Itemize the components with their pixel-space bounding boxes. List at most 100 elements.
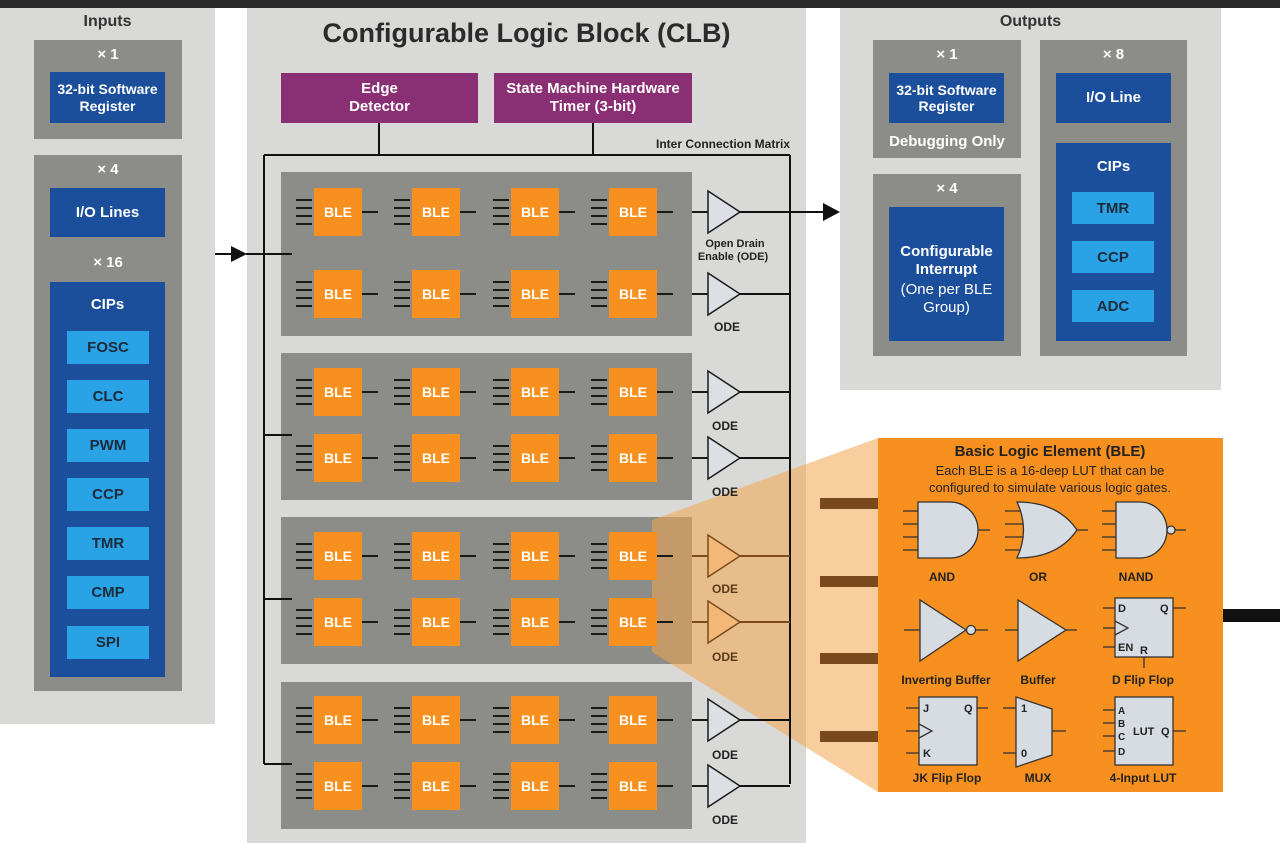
gate-label-or: OR [1029,570,1047,584]
ble-cell: BLE [493,368,575,416]
ode-label: ODE [712,485,738,499]
lut-icon [1103,696,1186,766]
ble-block [314,188,362,236]
state-machine-timer: State Machine Hardware Timer (3-bit) [494,73,692,123]
ble-cell: BLE [394,368,476,416]
ode-buffer-icon [707,599,742,645]
lut-d-label: D [1118,747,1125,758]
ble-cell: BLE [296,598,378,646]
ode-label: ODE [712,582,738,596]
ble-cell: BLE [296,696,378,744]
ble-block [609,532,657,580]
inputs-io-lines: I/O Lines [50,188,165,237]
gate-label-and: AND [929,570,955,584]
ode-buffer-icon [707,697,742,743]
ode-buffer-icon [707,271,742,317]
ble-cell: BLE [296,762,378,810]
ble-cell: BLE [591,696,673,744]
ble-label: BLE [619,450,647,466]
and-gate-icon [903,501,990,559]
ble-block [314,434,362,482]
mux-zero-label: 0 [1021,748,1027,760]
input-arrow-icon [231,246,247,262]
lut-q-label: Q [1161,726,1170,738]
ble-label: BLE [324,712,352,728]
nand-gate-icon [1102,501,1186,559]
ble-block [314,270,362,318]
output-cip-tmr: TMR [1072,192,1154,224]
configurable-interrupt-label: Configurable Interrupt [900,243,993,278]
ble-block [511,532,559,580]
top-bar [0,0,1280,8]
output-cip-ccp: CCP [1072,241,1154,273]
inverting-buffer-icon [904,598,988,663]
ble-label: BLE [619,204,647,220]
ble-label: BLE [521,712,549,728]
ble-label: BLE [422,450,450,466]
ble-cell: BLE [296,188,378,236]
outputs-software-register: 32-bit Software Register [889,73,1004,123]
output-cip-adc: ADC [1072,290,1154,322]
inputs-cips-title: CIPs [90,296,125,313]
gate-label-mux: MUX [1025,771,1052,785]
ode-full-label-line2: Enable (ODE) [698,251,769,263]
jk-flip-flop-icon [906,696,988,766]
ble-cell: BLE [296,532,378,580]
outputs-io-count: × 8 [1102,46,1125,63]
mux-icon [1003,696,1066,768]
ble-block [314,762,362,810]
ble-block [412,188,460,236]
ble-layer: BLE BLE BLE BLE BLE BLE BLE BLE BLE BLE BLE BLE BLE B… [296,188,673,810]
input-cip-pwm: PWM [67,429,149,462]
ble-label: BLE [324,286,352,302]
input-cip-clc: CLC [67,380,149,413]
ble-label: BLE [521,614,549,630]
ble-block [412,598,460,646]
ble-label: BLE [324,614,352,630]
ble-cell: BLE [591,532,673,580]
ble-block [412,434,460,482]
input-cip-spi: SPI [67,626,149,659]
edge-detector: Edge Detector [281,73,478,123]
ble-cell: BLE [591,598,673,646]
input-cip-cmp: CMP [67,576,149,609]
ble-block [412,696,460,744]
ble-block [511,270,559,318]
ble-cell: BLE [296,270,378,318]
inputs-register-count: × 1 [97,46,119,63]
ble-block [412,762,460,810]
ble-cell: BLE [591,762,673,810]
ble-cell: BLE [591,188,673,236]
ble-label: BLE [422,384,450,400]
input-cip-tmr: TMR [67,527,149,560]
ble-label: BLE [324,778,352,794]
inputs-cip-count: × 16 [93,254,123,271]
lut-a-label: A [1118,706,1125,717]
ble-block [314,368,362,416]
ble-cell: BLE [493,188,575,236]
gate-label-d-flip-flop: D Flip Flop [1112,673,1174,687]
outputs-interrupt-count: × 4 [936,180,958,197]
ble-panel-desc-2: configured to simulate various logic gat… [929,480,1171,495]
d-flip-flop-icon [1103,597,1186,668]
ble-block [609,270,657,318]
ble-label: BLE [422,712,450,728]
ble-label: BLE [521,286,549,302]
inputs-software-register: 32-bit Software Register [50,72,165,123]
ble-panel-title: Basic Logic Element (BLE) [955,443,1146,460]
ble-block [314,696,362,744]
ode-full-label-line1: Open Drain [705,238,765,250]
outputs-cips-title: CIPs [1096,158,1131,175]
ble-label: BLE [324,450,352,466]
ode-label: ODE [712,650,738,664]
ble-cell: BLE [493,762,575,810]
ode-label: ODE [714,320,740,334]
gate-label-jk-flip-flop: JK Flip Flop [913,771,982,785]
ble-block [314,532,362,580]
debugging-only-label: Debugging Only [889,133,1005,150]
ble-cell: BLE [296,434,378,482]
jk-k-label: K [923,748,931,760]
ble-block [314,598,362,646]
ode-buffer-icon [707,533,742,579]
ble-block [511,696,559,744]
